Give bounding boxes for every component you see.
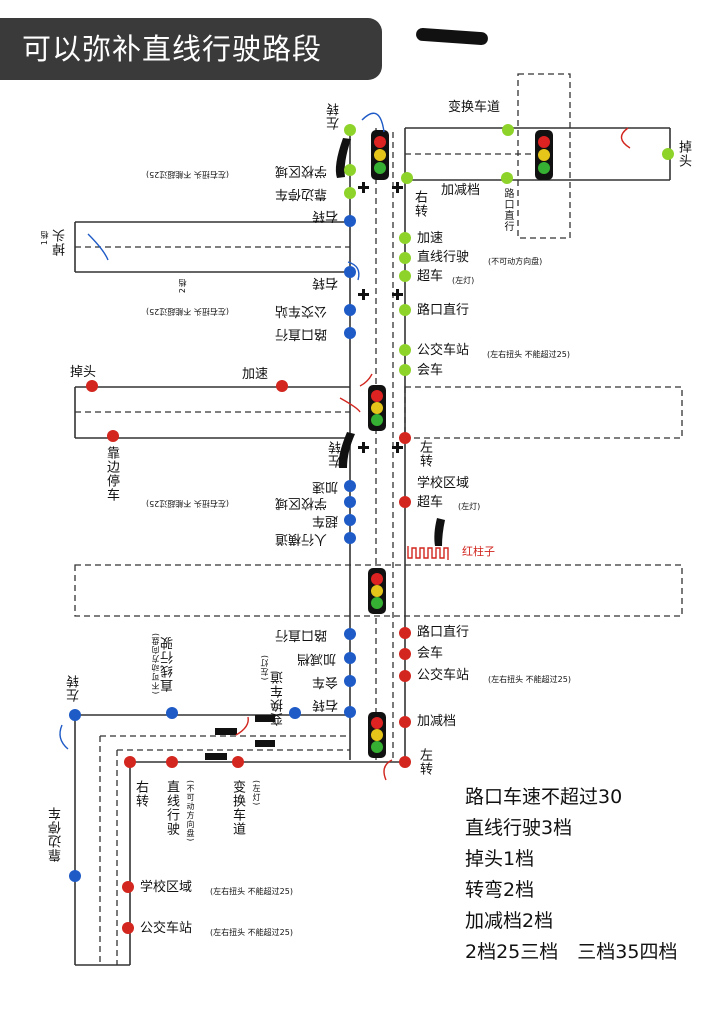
label-overtake-note: (左灯) [452,276,475,285]
green-markers [344,124,674,376]
label-right-turn: 右转 [412,190,427,218]
label-straight-bottom-note: (不可动方向盘) [186,780,195,843]
label-right-turn-1: 右转 [312,208,339,223]
label-change-lane-bottom-note: (左灯) [252,780,261,807]
label-straight-driving: 直线行驶 [417,250,470,265]
label-red-pillar: 红柱子 [462,545,495,558]
label-accelerate-mid: 加速 [242,367,269,382]
label-left-turn-bl: 左转 [67,674,82,702]
label-u-turn-mid: 掉头 [70,365,97,380]
label-u-turn-right: 掉头 [676,140,691,168]
rule-line: 掉头1档 [465,848,535,870]
label-left-turn-bottom: 左转 [417,748,432,776]
label-overtake-red: 超车 [417,495,444,510]
rule-line: 直线行驶3档 [465,817,573,839]
label-overtake: 超车 [417,269,444,284]
traffic-light [368,568,386,614]
label-intersection-small: 路口直行 [502,188,513,232]
label-accelerate: 加速 [417,231,444,246]
traffic-light [368,385,386,431]
label-pull-over-mid: 靠边停车 [104,446,119,502]
label-change-lane-bottom: 变换车道 [230,780,245,836]
title-banner: 可以弥补直线行驶路段 [0,18,382,80]
brush-marks [205,138,445,760]
traffic-light [535,130,553,180]
label-u-turn-left-note: 1档 [40,230,49,246]
label-u-turn-left: 掉头 [53,228,68,256]
label-bus-stop-bottom: 公交车站 [140,921,193,936]
label-school-note-2: (左右扭头 不能超过25) [146,499,229,508]
label-meeting: 会车 [417,363,444,378]
turn-arrows [59,112,631,781]
label-overtake-blue: 超车 [312,513,339,528]
label-change-lane: 变换车道 [448,100,501,115]
label-accelerate-blue: 加速 [312,479,339,494]
label-bus-stop-bottom-note: (左右扭头 不能超过25) [210,928,293,937]
label-school-zone-red: 学校区域 [417,476,470,491]
label-school-zone: 学校区域 [275,163,328,178]
rule-line: 转弯2档 [465,879,535,901]
label-straight-blue-note: (不可动方向盘) [151,632,160,695]
label-gear-shift: 加减档 [441,183,481,198]
label-intersection-blue-2: 路口直行 [275,627,328,642]
traffic-light [371,130,389,180]
label-gear-shift-blue: 加减档 [297,651,337,666]
label-meeting-blue: 会车 [312,674,339,689]
label-straight-blue: 直线行驶 [161,636,176,692]
label-school-zone-blue: 学校区域 [275,495,328,510]
speed-gear-rules: 路口车速不超过30 直线行驶3档 掉头1档 转弯2档 加减档2档 2档25三档 … [465,782,677,968]
label-bus-stop-blue: 公交车站 [275,303,328,318]
label-bus-stop: 公交车站 [417,343,470,358]
label-left-turn-mid-red: 左转 [417,440,432,468]
label-overtake-red-note: (左灯) [458,502,481,511]
red-pillars [407,546,449,560]
label-change-lane-blue-note: (左灯) [260,654,269,681]
label-gear-shift-red: 加减档 [417,714,457,729]
traffic-lights [368,130,553,758]
label-straight-bottom: 直线行驶 [164,780,179,836]
label-pull-over: 靠边停车 [275,186,328,201]
blue-markers [69,215,356,882]
label-crosswalk: 人行横道 [275,531,328,546]
label-right-turn-blue-3: 右转 [312,697,339,712]
cross-marks [358,182,403,453]
label-intersection: 路口直行 [417,303,470,318]
route-markers [69,124,674,934]
label-intersection-red-2: 路口直行 [417,625,470,640]
page-title: 可以弥补直线行驶路段 [22,32,323,66]
label-right-turn-2: 右转 [312,275,339,290]
red-markers [86,380,411,934]
traffic-light [368,712,386,758]
label-right-turn-2-note: 2档 [178,278,187,294]
label-bus-stop-red-2-note: (左右扭头 不能超过25) [488,675,571,684]
label-pull-over-bottom: 靠边停车 [49,806,64,862]
label-school-zone-bottom: 学校区域 [140,880,193,895]
label-meeting-red: 会车 [417,646,444,661]
label-left-turn-mid-blue: 左转 [329,440,344,468]
label-bus-note-blue: (左右扭头 不能超过25) [146,307,229,316]
rule-line: 加减档2档 [465,910,554,932]
label-right-turn-bottom: 右转 [133,780,148,808]
label-bus-stop-note: (左右扭头 不能超过25) [487,350,570,359]
label-bus-stop-red-2: 公交车站 [417,668,470,683]
label-straight-note: (不可动方向盘) [488,257,543,266]
label-left-turn-top: 左转 [327,102,342,130]
rule-line: 2档25三档 三档35四档 [465,941,678,963]
label-school-note: (左右扭头 不能超过25) [146,170,229,179]
label-intersection-blue: 路口直行 [275,326,328,341]
label-school-zone-bottom-note: (左右扭头 不能超过25) [210,887,293,896]
label-change-lane-blue: 变换车道 [271,670,286,726]
rule-line: 路口车速不超过30 [465,786,623,808]
